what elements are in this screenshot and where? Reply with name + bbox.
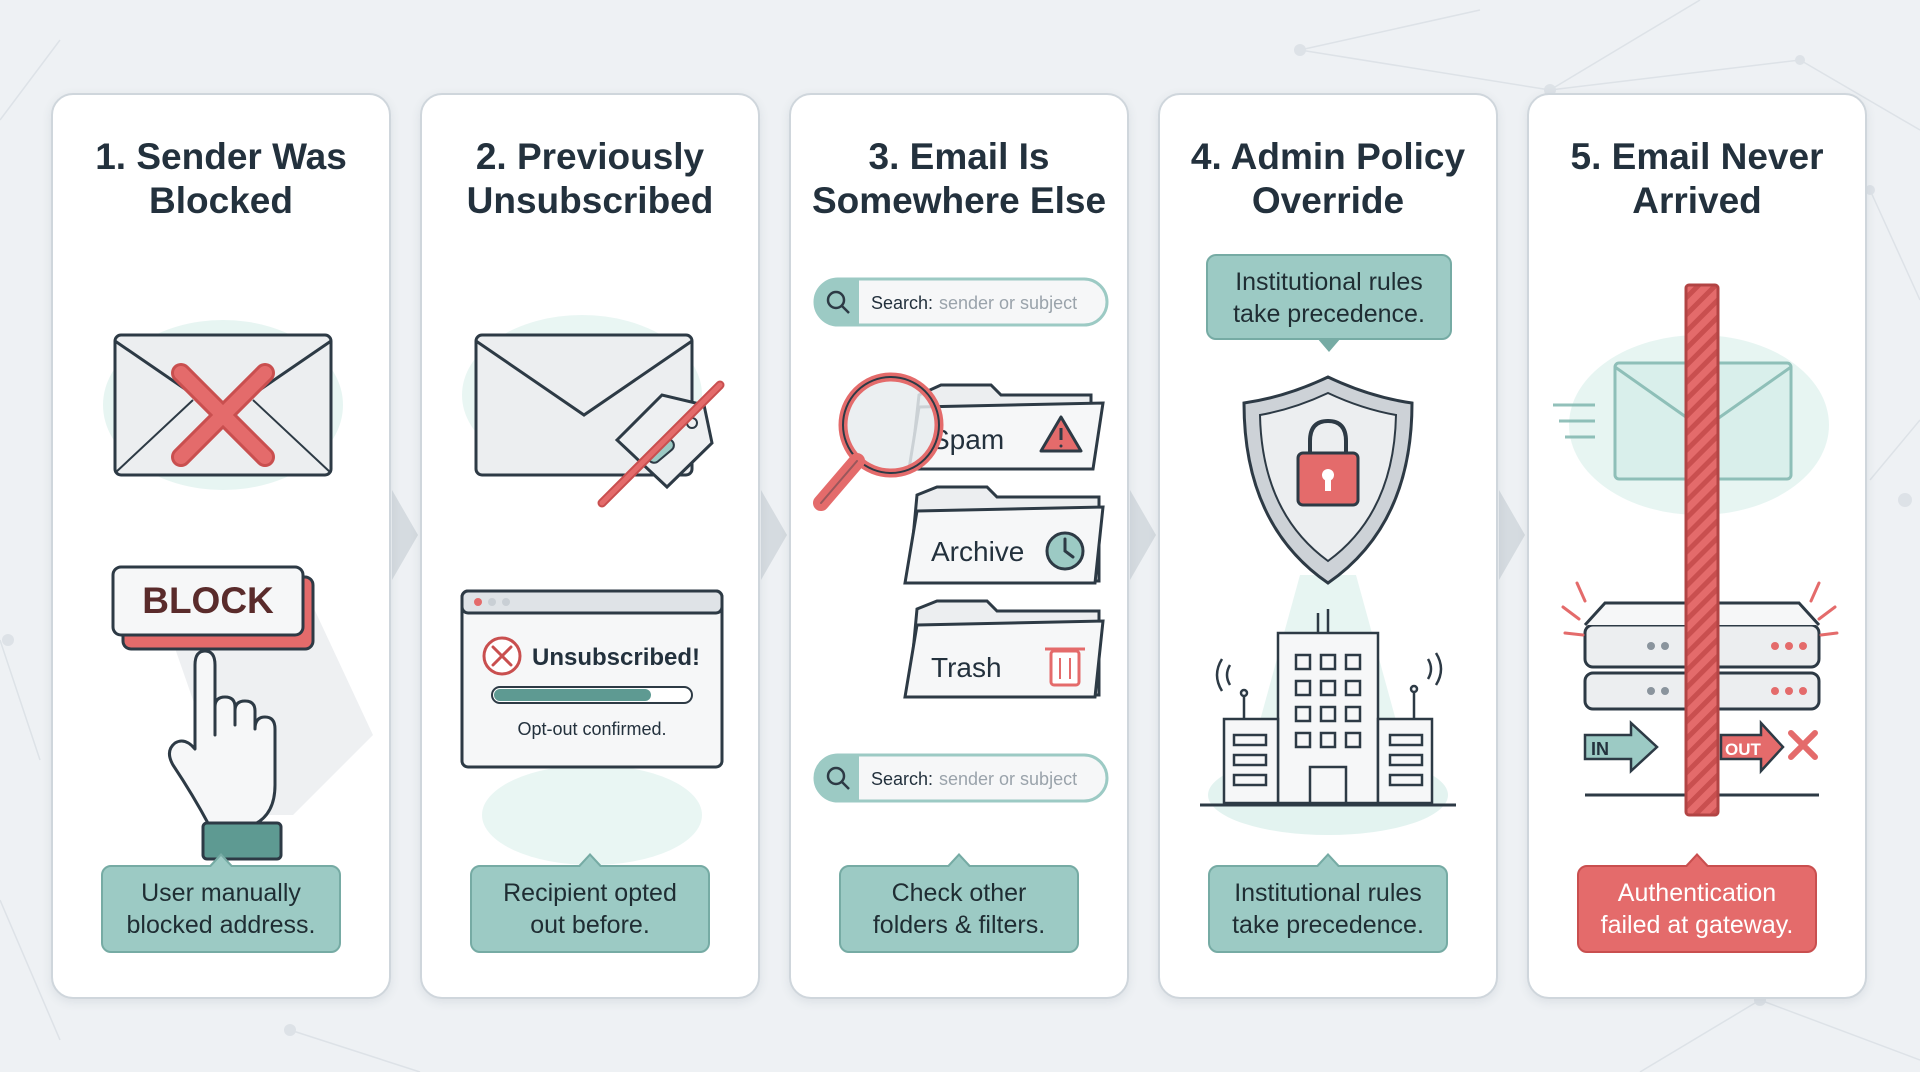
panel-caption: Institutional rules take precedence.	[1208, 853, 1448, 953]
panel-title: 5. Email Never Arrived	[1570, 136, 1824, 221]
x-mark-icon	[1788, 730, 1818, 760]
x-circle-icon	[482, 636, 522, 676]
panel-title: 3. Email Is Somewhere Else	[811, 136, 1107, 221]
panel-illustration: BLOCK	[103, 320, 373, 861]
panel-illustration: Unsubscribed! Opt-out confirmed.	[460, 315, 725, 865]
folder-archive: Archive	[903, 485, 1105, 585]
folder-label: Trash	[931, 652, 1002, 683]
panel-illustration: Search: sender or subject Spam Archive T…	[813, 277, 1109, 803]
block-button: BLOCK	[111, 565, 315, 651]
padlock-icon	[1296, 418, 1360, 507]
window-dialog: Unsubscribed! Opt-out confirmed.	[460, 589, 724, 769]
search-label: Search:	[871, 293, 933, 313]
barrier-icon	[1684, 283, 1720, 817]
panel-title: 4. Admin Policy Override	[1190, 136, 1466, 221]
x-mark-icon	[171, 363, 275, 467]
panel-sender-blocked: 1. Sender Was Blocked BLOCK User manuall…	[51, 93, 391, 999]
magnifier-icon	[813, 372, 944, 511]
folder-trash: Trash	[903, 599, 1105, 699]
search-label: Search:	[871, 769, 933, 789]
panel-illustration	[1200, 375, 1456, 835]
clock-icon	[1045, 531, 1085, 571]
connector-arrow	[761, 490, 787, 580]
folder-spam: Spam	[907, 383, 1105, 471]
panel-caption: Check other folders & filters.	[839, 853, 1079, 953]
block-button-label: BLOCK	[142, 580, 274, 621]
dialog-status: Opt-out confirmed.	[517, 719, 666, 739]
panel-caption: User manually blocked address.	[101, 853, 341, 953]
search-placeholder: sender or subject	[939, 293, 1077, 313]
panel-title: 2. Previously Unsubscribed	[466, 136, 714, 221]
panel-caption: Recipient opted out before.	[470, 853, 710, 953]
panel-admin-policy-override: 4. Admin Policy Override	[1158, 93, 1498, 999]
search-bar: Search: sender or subject	[813, 753, 1109, 803]
connector-arrow	[1499, 490, 1525, 580]
connector-arrow	[392, 490, 418, 580]
folder-label: Archive	[931, 536, 1024, 567]
panel-caption: Authentication failed at gateway.	[1577, 853, 1817, 953]
search-icon	[826, 766, 850, 790]
pointing-hand-icon	[168, 649, 283, 861]
progress-fill	[494, 689, 651, 701]
search-placeholder: sender or subject	[939, 769, 1077, 789]
search-icon	[826, 290, 850, 314]
out-arrow: OUT	[1719, 719, 1818, 775]
trash-icon	[1045, 647, 1085, 687]
dialog-title: Unsubscribed!	[532, 644, 700, 671]
panel-email-never-arrived: 5. Email Never Arrived	[1527, 93, 1867, 999]
out-label: OUT	[1725, 740, 1762, 759]
panel-email-somewhere-else: 3. Email Is Somewhere Else Search: sende…	[789, 93, 1129, 999]
in-arrow: IN	[1583, 720, 1659, 774]
in-label: IN	[1591, 739, 1609, 759]
policy-speech-bubble: Institutional rules take precedence.	[1206, 254, 1452, 352]
panel-previously-unsubscribed: 2. Previously Unsubscribed Unsubscribed!	[420, 93, 760, 999]
tag-icon	[597, 380, 725, 508]
warning-icon	[1039, 415, 1083, 453]
building-icon	[1200, 609, 1456, 807]
panel-illustration: IN OUT	[1553, 283, 1839, 817]
search-bar: Search: sender or subject	[813, 277, 1109, 327]
panel-title: 1. Sender Was Blocked	[95, 136, 347, 221]
connector-arrow	[1130, 490, 1156, 580]
